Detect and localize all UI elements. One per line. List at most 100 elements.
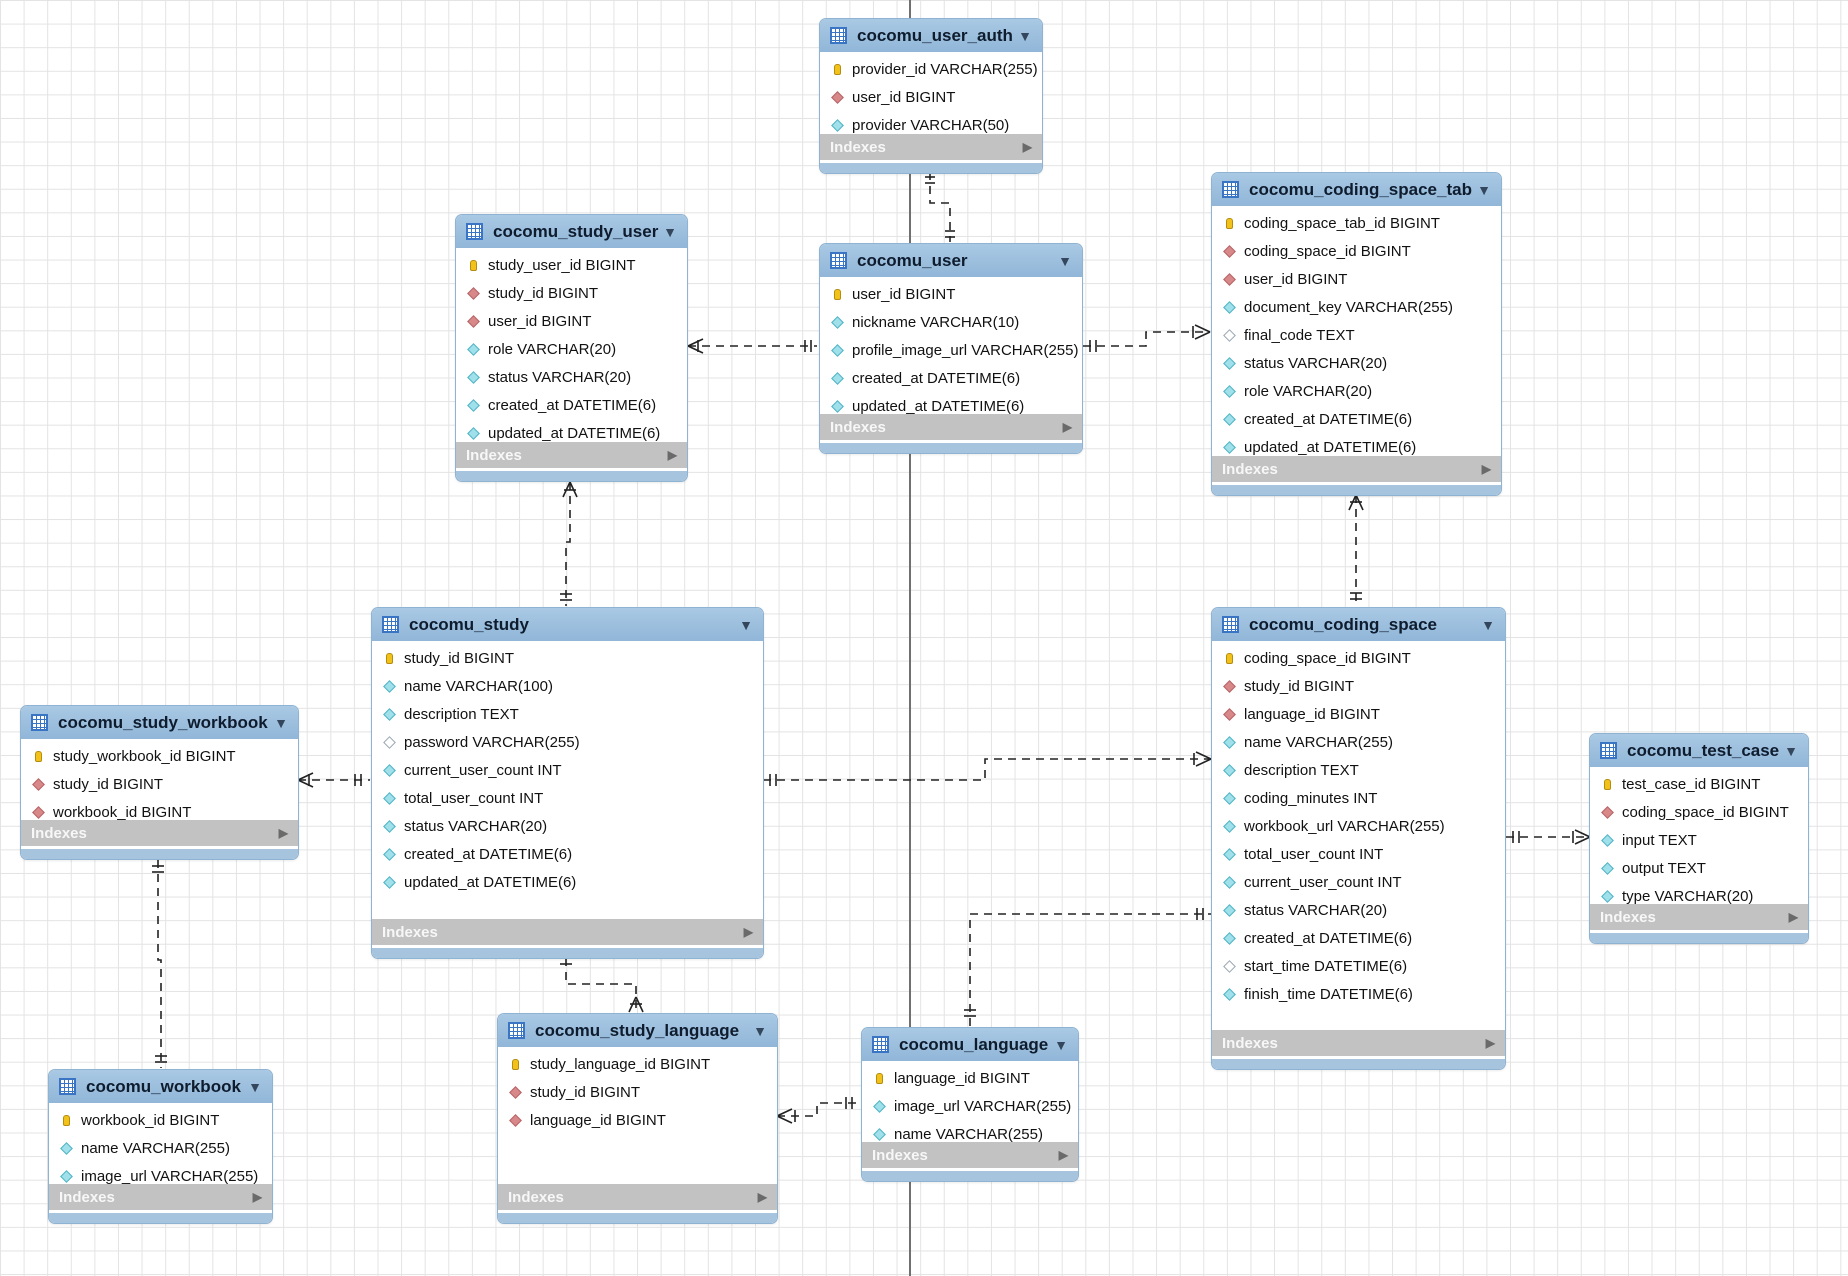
- table-cocomu-coding-space[interactable]: cocomu_coding_space ▼ coding_space_id BI…: [1211, 607, 1506, 1070]
- column-row[interactable]: status VARCHAR(20): [1212, 896, 1505, 924]
- column-row[interactable]: language_id BIGINT: [498, 1106, 777, 1134]
- relationship-workbook-study-workbook[interactable]: [152, 860, 167, 1068]
- column-row[interactable]: profile_image_url VARCHAR(255): [820, 336, 1082, 364]
- column-row[interactable]: coding_space_id BIGINT: [1212, 237, 1501, 265]
- column-row[interactable]: name VARCHAR(255): [862, 1120, 1078, 1148]
- relationship-user-auth-user[interactable]: [925, 172, 955, 242]
- collapse-arrow-icon[interactable]: ▼: [739, 616, 753, 633]
- column-row[interactable]: output TEXT: [1590, 854, 1808, 882]
- relationship-study-language-language[interactable]: [776, 1097, 861, 1124]
- indexes-bar[interactable]: Indexes ▶: [820, 414, 1082, 440]
- indexes-bar[interactable]: Indexes ▶: [1212, 456, 1501, 482]
- relationship-language-coding-space[interactable]: [964, 908, 1211, 1026]
- column-row[interactable]: name VARCHAR(255): [1212, 728, 1505, 756]
- indexes-bar[interactable]: Indexes ▶: [498, 1184, 777, 1210]
- indexes-bar[interactable]: Indexes ▶: [456, 442, 687, 468]
- relationship-coding-space-test-case[interactable]: [1506, 829, 1591, 845]
- column-row[interactable]: final_code TEXT: [1212, 321, 1501, 349]
- indexes-bar[interactable]: Indexes ▶: [372, 919, 763, 945]
- table-cocomu-user-auth[interactable]: cocomu_user_auth ▼ provider_id VARCHAR(2…: [819, 18, 1043, 174]
- column-row[interactable]: role VARCHAR(20): [1212, 377, 1501, 405]
- expand-arrow-icon[interactable]: ▶: [1062, 420, 1072, 434]
- table-header[interactable]: cocomu_study_workbook ▼: [21, 706, 298, 739]
- collapse-arrow-icon[interactable]: ▼: [1054, 1036, 1068, 1053]
- column-row[interactable]: workbook_id BIGINT: [21, 798, 298, 826]
- indexes-bar[interactable]: Indexes ▶: [21, 820, 298, 846]
- column-row[interactable]: study_id BIGINT: [21, 770, 298, 798]
- column-row[interactable]: workbook_id BIGINT: [49, 1106, 272, 1134]
- column-row[interactable]: updated_at DATETIME(6): [456, 419, 687, 447]
- column-row[interactable]: study_user_id BIGINT: [456, 251, 687, 279]
- relationship-study-study-language[interactable]: [560, 957, 644, 1013]
- table-header[interactable]: cocomu_study ▼: [372, 608, 763, 641]
- expand-arrow-icon[interactable]: ▶: [1058, 1148, 1068, 1162]
- column-row[interactable]: updated_at DATETIME(6): [372, 868, 763, 896]
- column-row[interactable]: total_user_count INT: [372, 784, 763, 812]
- indexes-bar[interactable]: Indexes ▶: [820, 134, 1042, 160]
- column-row[interactable]: user_id BIGINT: [820, 83, 1042, 111]
- table-header[interactable]: cocomu_coding_space_tab ▼: [1212, 173, 1501, 206]
- relationship-study-coding-space[interactable]: [763, 751, 1212, 786]
- column-row[interactable]: provider VARCHAR(50): [820, 111, 1042, 139]
- column-row[interactable]: coding_minutes INT: [1212, 784, 1505, 812]
- column-row[interactable]: password VARCHAR(255): [372, 728, 763, 756]
- table-header[interactable]: cocomu_user ▼: [820, 244, 1082, 277]
- column-row[interactable]: workbook_url VARCHAR(255): [1212, 812, 1505, 840]
- collapse-arrow-icon[interactable]: ▼: [1481, 616, 1495, 633]
- column-row[interactable]: updated_at DATETIME(6): [820, 392, 1082, 420]
- column-row[interactable]: test_case_id BIGINT: [1590, 770, 1808, 798]
- relationship-user-coding-space-tab[interactable]: [1083, 324, 1211, 352]
- column-row[interactable]: language_id BIGINT: [1212, 700, 1505, 728]
- column-row[interactable]: provider_id VARCHAR(255): [820, 55, 1042, 83]
- column-row[interactable]: status VARCHAR(20): [372, 812, 763, 840]
- column-row[interactable]: study_id BIGINT: [372, 644, 763, 672]
- expand-arrow-icon[interactable]: ▶: [667, 448, 677, 462]
- column-row[interactable]: study_workbook_id BIGINT: [21, 742, 298, 770]
- relationship-study-user-user[interactable]: [687, 338, 817, 354]
- indexes-bar[interactable]: Indexes ▶: [1212, 1030, 1505, 1056]
- column-row[interactable]: name VARCHAR(255): [49, 1134, 272, 1162]
- column-row[interactable]: user_id BIGINT: [820, 280, 1082, 308]
- column-row[interactable]: total_user_count INT: [1212, 840, 1505, 868]
- column-row[interactable]: study_id BIGINT: [498, 1078, 777, 1106]
- column-row[interactable]: created_at DATETIME(6): [1212, 924, 1505, 952]
- table-header[interactable]: cocomu_study_user ▼: [456, 215, 687, 248]
- relationship-coding-space-tab-coding-space[interactable]: [1348, 494, 1364, 606]
- collapse-arrow-icon[interactable]: ▼: [1018, 27, 1032, 44]
- collapse-arrow-icon[interactable]: ▼: [1058, 252, 1072, 269]
- column-row[interactable]: current_user_count INT: [372, 756, 763, 784]
- expand-arrow-icon[interactable]: ▶: [1788, 910, 1798, 924]
- column-row[interactable]: created_at DATETIME(6): [820, 364, 1082, 392]
- expand-arrow-icon[interactable]: ▶: [757, 1190, 767, 1204]
- table-header[interactable]: cocomu_language ▼: [862, 1028, 1078, 1061]
- column-row[interactable]: coding_space_id BIGINT: [1212, 644, 1505, 672]
- column-row[interactable]: created_at DATETIME(6): [456, 391, 687, 419]
- collapse-arrow-icon[interactable]: ▼: [274, 714, 288, 731]
- column-row[interactable]: description TEXT: [372, 700, 763, 728]
- column-row[interactable]: name VARCHAR(100): [372, 672, 763, 700]
- table-cocomu-study-user[interactable]: cocomu_study_user ▼ study_user_id BIGINT…: [455, 214, 688, 482]
- expand-arrow-icon[interactable]: ▶: [743, 925, 753, 939]
- indexes-bar[interactable]: Indexes ▶: [49, 1184, 272, 1210]
- expand-arrow-icon[interactable]: ▶: [252, 1190, 262, 1204]
- indexes-bar[interactable]: Indexes ▶: [1590, 904, 1808, 930]
- column-row[interactable]: language_id BIGINT: [862, 1064, 1078, 1092]
- column-row[interactable]: nickname VARCHAR(10): [820, 308, 1082, 336]
- table-header[interactable]: cocomu_coding_space ▼: [1212, 608, 1505, 641]
- table-header[interactable]: cocomu_test_case ▼: [1590, 734, 1808, 767]
- column-row[interactable]: created_at DATETIME(6): [372, 840, 763, 868]
- column-row[interactable]: finish_time DATETIME(6): [1212, 980, 1505, 1008]
- expand-arrow-icon[interactable]: ▶: [1481, 462, 1491, 476]
- column-row[interactable]: description TEXT: [1212, 756, 1505, 784]
- relationship-study-user-study[interactable]: [560, 481, 578, 606]
- column-row[interactable]: current_user_count INT: [1212, 868, 1505, 896]
- table-cocomu-study-workbook[interactable]: cocomu_study_workbook ▼ study_workbook_i…: [20, 705, 299, 860]
- collapse-arrow-icon[interactable]: ▼: [753, 1022, 767, 1039]
- column-row[interactable]: type VARCHAR(20): [1590, 882, 1808, 910]
- table-header[interactable]: cocomu_user_auth ▼: [820, 19, 1042, 52]
- relationship-study-workbook-study[interactable]: [297, 772, 370, 788]
